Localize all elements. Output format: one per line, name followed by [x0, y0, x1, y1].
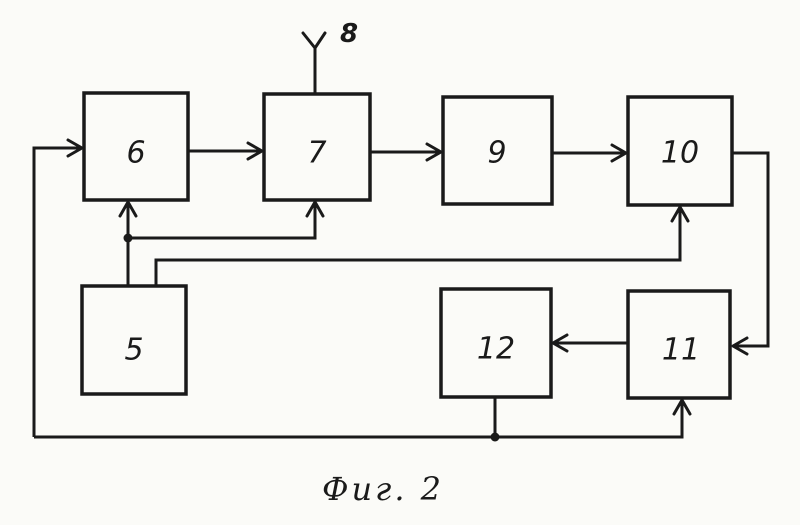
- figure-caption: Фиг. 2: [322, 470, 444, 508]
- link-5-to-6-7: [120, 202, 323, 286]
- block-11: 11: [628, 291, 730, 398]
- block-5-label: 5: [124, 333, 143, 368]
- feedback-12-to-6-and-11: [34, 140, 690, 442]
- block-12-label: 12: [477, 332, 515, 367]
- block-10-label: 10: [661, 136, 699, 171]
- block-11-label: 11: [662, 333, 700, 368]
- antenna-8: 8: [303, 19, 358, 94]
- block-7-label: 7: [307, 136, 326, 171]
- junction-dot: [124, 234, 133, 243]
- block-12: 12: [441, 289, 551, 397]
- block-5: 5: [82, 286, 186, 394]
- block-6: 6: [84, 93, 188, 200]
- block-9-label: 9: [487, 136, 506, 171]
- link-10-to-11: [732, 153, 768, 354]
- link-11-to-12: [553, 335, 628, 351]
- link-5-to-10: [156, 207, 688, 286]
- link-6-to-7: [188, 143, 262, 159]
- link-9-to-10: [552, 145, 626, 161]
- block-10: 10: [628, 97, 732, 205]
- junction-dot: [491, 433, 500, 442]
- block-6-label: 6: [126, 136, 145, 171]
- block-7: 7: [264, 94, 370, 200]
- antenna-8-label: 8: [340, 19, 358, 49]
- block-9: 9: [443, 97, 552, 204]
- link-7-to-9: [370, 144, 441, 160]
